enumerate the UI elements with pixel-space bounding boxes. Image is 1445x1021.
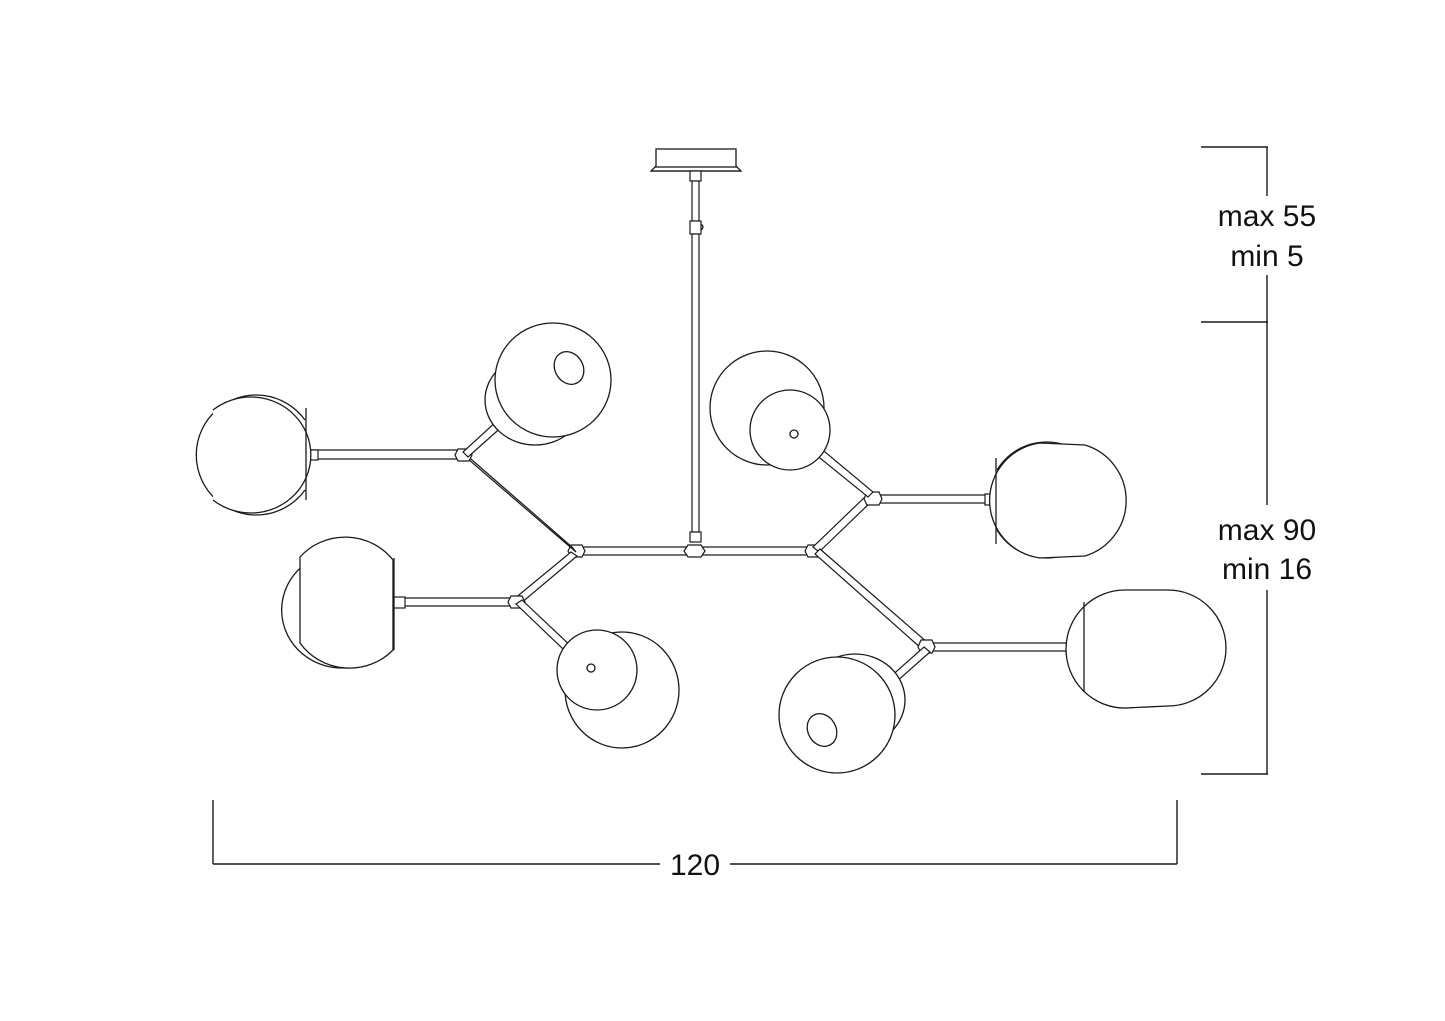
left-upper-branch (304, 418, 577, 553)
globe-shade-far-left (195, 394, 312, 516)
globe-shade-left-top (484, 322, 612, 446)
width-dimension: 120 (212, 800, 1178, 882)
globe-shade-bottom-center-right (778, 653, 906, 774)
globe-shade-far-right (1065, 589, 1227, 709)
globe-shade-left-lower (281, 536, 395, 669)
right-lower-branch (814, 548, 1084, 684)
height-dimension: max 55 min 5 max 90 min 16 (1201, 146, 1316, 775)
suspension-rod (689, 170, 704, 543)
width-label: 120 (670, 849, 720, 882)
upper-height-max-label: max 55 (1218, 200, 1316, 233)
lower-height-max-label: max 90 (1218, 514, 1316, 547)
globe-shade-right-top (709, 350, 831, 471)
globe-shade-bottom-center-left (556, 629, 680, 749)
lower-height-min-label: min 16 (1222, 553, 1312, 586)
ceiling-canopy (649, 148, 743, 172)
central-bar (567, 544, 823, 558)
globe-shade-right-middle (989, 441, 1127, 559)
upper-height-min-label: min 5 (1230, 240, 1303, 273)
